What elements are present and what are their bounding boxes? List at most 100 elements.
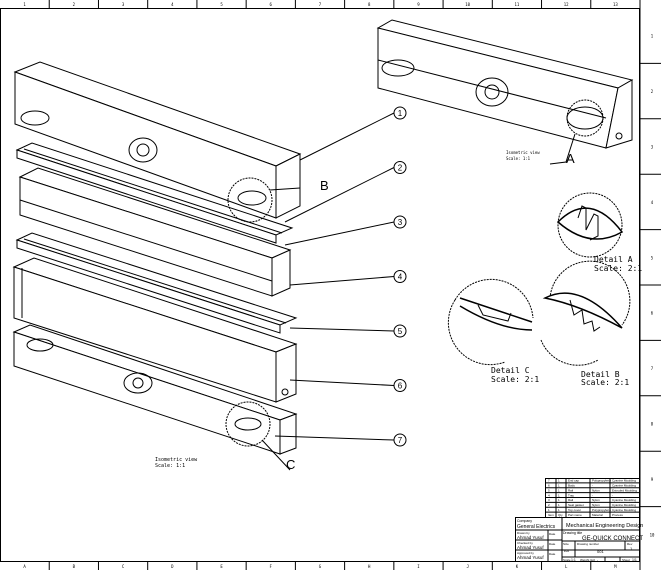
detail-b-view	[540, 260, 631, 366]
revision-cell: 6	[548, 484, 550, 488]
revision-cell: Rail	[568, 488, 574, 492]
balloon-number: 1	[398, 109, 403, 118]
revision-cell: Cyanine Moulding	[612, 503, 636, 507]
revision-cell: 7	[548, 479, 550, 483]
date-label-1: Date	[549, 532, 556, 536]
drawing-number-label: Drawing number	[577, 542, 599, 546]
weight-label: Weight (kg)	[580, 558, 595, 562]
rev-value: 1	[630, 546, 633, 551]
detail-a-name: Detail A	[594, 255, 633, 264]
zone-label: 8	[651, 422, 654, 427]
scale-value: 1:1	[571, 558, 576, 562]
part-1-top-cover	[13, 61, 302, 219]
zone-label: 9	[651, 477, 654, 482]
zone-label: K	[516, 564, 519, 569]
revision-cell: Cyanine Moulding	[612, 498, 636, 502]
title-block-text: Company General Electrics Mechanical Eng…	[517, 519, 643, 562]
detail-c-leader	[261, 439, 291, 471]
title-label: Drawing title	[563, 531, 582, 535]
zone-label: E	[220, 564, 223, 569]
zone-label: 1	[23, 2, 26, 7]
scale-label: Scale	[563, 558, 571, 562]
revision-cell: Nylon	[592, 498, 600, 502]
revision-cell: Top cover	[568, 508, 581, 512]
size-label: Size	[563, 542, 569, 546]
revision-cell: -	[592, 484, 593, 488]
detail-b-letter: B	[320, 178, 329, 193]
balloon-number: 6	[398, 382, 403, 391]
company-label: Company	[517, 519, 532, 523]
detail-b-name: Detail B	[581, 370, 620, 379]
revision-cell: -	[592, 493, 593, 497]
detail-a-leader	[549, 133, 576, 165]
zone-label: 3	[122, 2, 125, 7]
balloon-6: 6	[289, 379, 407, 392]
part-7-base-rail	[12, 324, 298, 455]
balloon-7: 7	[274, 433, 407, 447]
balloon-number: 3	[398, 218, 403, 227]
zone-label: I	[417, 564, 420, 569]
zone-label: F	[270, 564, 273, 569]
assembled-view	[376, 19, 634, 165]
approved-label: Approved by	[517, 551, 534, 555]
detail-c-scale: Scale: 2:1	[491, 375, 539, 384]
zone-label: 8	[368, 2, 371, 7]
zone-label: 2	[651, 89, 654, 94]
zone-label: G	[319, 564, 322, 569]
detail-a-scale: Scale: 2:1	[594, 264, 642, 273]
zone-label: 13	[613, 2, 618, 7]
balloon-4: 4	[289, 270, 407, 286]
revision-cell: Process	[612, 513, 623, 517]
zone-label: 10	[465, 2, 470, 7]
balloon-number: 5	[398, 327, 403, 336]
revision-cell: -	[612, 493, 613, 497]
weight-value: -	[597, 558, 599, 562]
zone-label: 11	[515, 2, 520, 7]
revision-cell: 1	[558, 484, 560, 488]
revision-cell: 1	[548, 508, 550, 512]
revision-cell: 1	[558, 493, 560, 497]
zone-label: D	[171, 564, 174, 569]
detail-c-name: Detail C	[491, 366, 530, 375]
zone-label: 4	[171, 2, 174, 7]
drawing-title: GE-QUICK CONNECT	[582, 536, 643, 542]
sheet-value: 1/1	[632, 558, 637, 562]
detail-b-scale: Scale: 2:1	[581, 378, 629, 387]
revision-cell: Item	[548, 513, 554, 517]
revision-cell: 4	[548, 493, 550, 497]
balloon-2: 2	[284, 161, 407, 223]
revision-cell: 5	[548, 488, 550, 492]
main-view-name: Isometric view	[155, 457, 198, 463]
zone-label: 3	[651, 145, 654, 150]
checked-by: Ahmad Yusuf	[517, 545, 544, 550]
company-name: General Electrics	[517, 524, 556, 530]
zone-label: 9	[417, 2, 420, 7]
balloon-number: 4	[398, 273, 403, 282]
balloon-3: 3	[284, 215, 407, 246]
balloon-number: 7	[398, 436, 403, 445]
title-block-frame	[515, 478, 640, 562]
assembled-view-name: Isometric view	[506, 150, 540, 155]
zone-label: 1	[651, 34, 654, 39]
checked-label: Checked by	[517, 541, 533, 545]
zone-label: 6	[651, 311, 654, 316]
zone-label: J	[466, 564, 468, 569]
revision-cell: Tray	[568, 493, 574, 497]
revision-cell: Body	[568, 484, 575, 488]
date-label-2: Date	[549, 542, 556, 546]
zone-label: A	[23, 564, 26, 569]
revision-cell: 1	[558, 508, 560, 512]
zone-label: 7	[651, 366, 654, 371]
revision-cell: 1	[558, 479, 560, 483]
revision-cell: 1	[558, 503, 560, 507]
revision-cell: Polypropylene	[592, 508, 611, 512]
revision-cell: Nylon	[592, 503, 600, 507]
revision-cell: Cyanine Moulding	[612, 479, 636, 483]
revision-cell: Polypropylene	[592, 479, 611, 483]
zone-label: 6	[270, 2, 273, 7]
